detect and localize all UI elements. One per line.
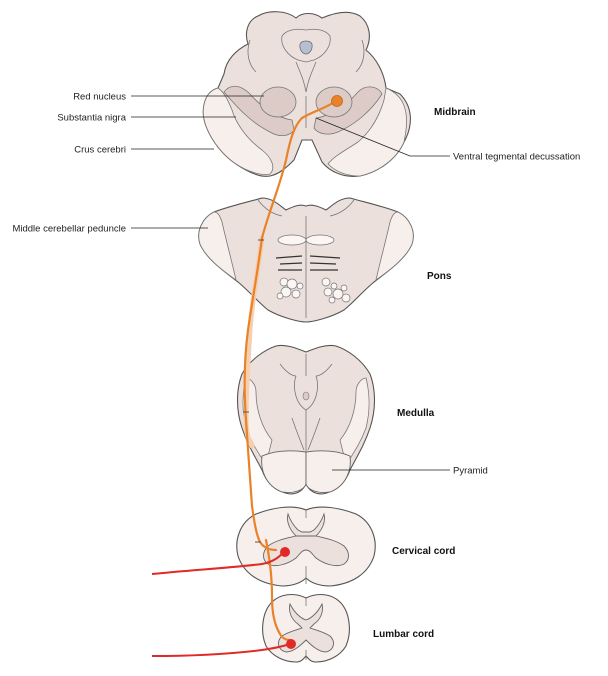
motor-neurons <box>151 547 296 657</box>
lumbar-cord-section <box>262 593 350 663</box>
label-substantia-nigra: Substantia nigra <box>57 113 126 124</box>
label-middle-cerebellar-peduncle: Middle cerebellar peduncle <box>12 224 126 235</box>
cervical-motor-neuron <box>280 547 290 557</box>
rubrospinal-tract <box>243 95 343 642</box>
level-lumbar-cord: Lumbar cord <box>373 629 434 640</box>
midbrain-section <box>202 11 411 177</box>
lumbar-motor-neuron <box>286 639 296 649</box>
level-midbrain: Midbrain <box>434 107 476 118</box>
label-crus-cerebri: Crus cerebri <box>74 145 126 156</box>
pons-section <box>198 197 414 323</box>
leader-lines <box>131 95 450 471</box>
level-medulla: Medulla <box>397 408 435 419</box>
cervical-cord-section <box>236 506 376 587</box>
level-pons: Pons <box>427 271 452 282</box>
label-red-nucleus: Red nucleus <box>73 92 126 103</box>
rubrospinal-path <box>243 99 338 642</box>
red-nucleus-cell <box>331 95 343 107</box>
medulla-section <box>236 344 376 495</box>
label-pyramid: Pyramid <box>453 466 488 477</box>
level-cervical-cord: Cervical cord <box>392 546 455 557</box>
label-ventral-tegmental-decussation: Ventral tegmental decussation <box>453 152 580 163</box>
